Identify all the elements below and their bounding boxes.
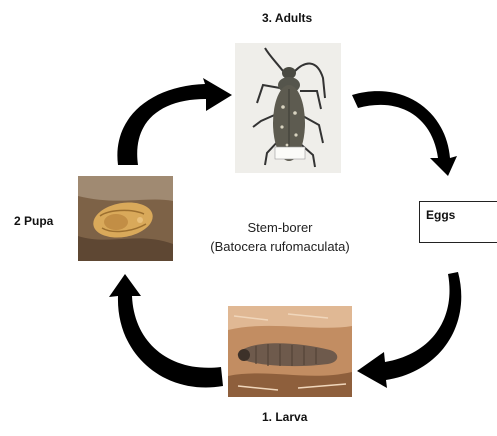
larva-photo xyxy=(228,306,352,397)
larva-in-wood xyxy=(228,306,352,397)
stage-label-pupa: 2 Pupa xyxy=(14,214,53,228)
center-caption: Stem-borer (Batocera rufomaculata) xyxy=(200,218,360,256)
stage-label-eggs: Eggs xyxy=(426,208,455,222)
curved-arrow-icon xyxy=(109,274,223,388)
stage-label-adults: 3. Adults xyxy=(262,11,312,25)
curved-arrow-icon xyxy=(352,91,457,176)
longhorn-beetle-specimen xyxy=(235,43,341,173)
beetle-pupa xyxy=(78,176,173,261)
scientific-name: (Batocera rufomaculata) xyxy=(200,237,360,256)
stage-label-larva: 1. Larva xyxy=(262,410,307,424)
curved-arrow-icon xyxy=(117,78,232,165)
eggs-box: Eggs xyxy=(419,201,497,243)
pupa-photo xyxy=(78,176,173,261)
adult-beetle-photo xyxy=(235,43,341,173)
common-name: Stem-borer xyxy=(200,218,360,237)
curved-arrow-icon xyxy=(357,272,461,388)
